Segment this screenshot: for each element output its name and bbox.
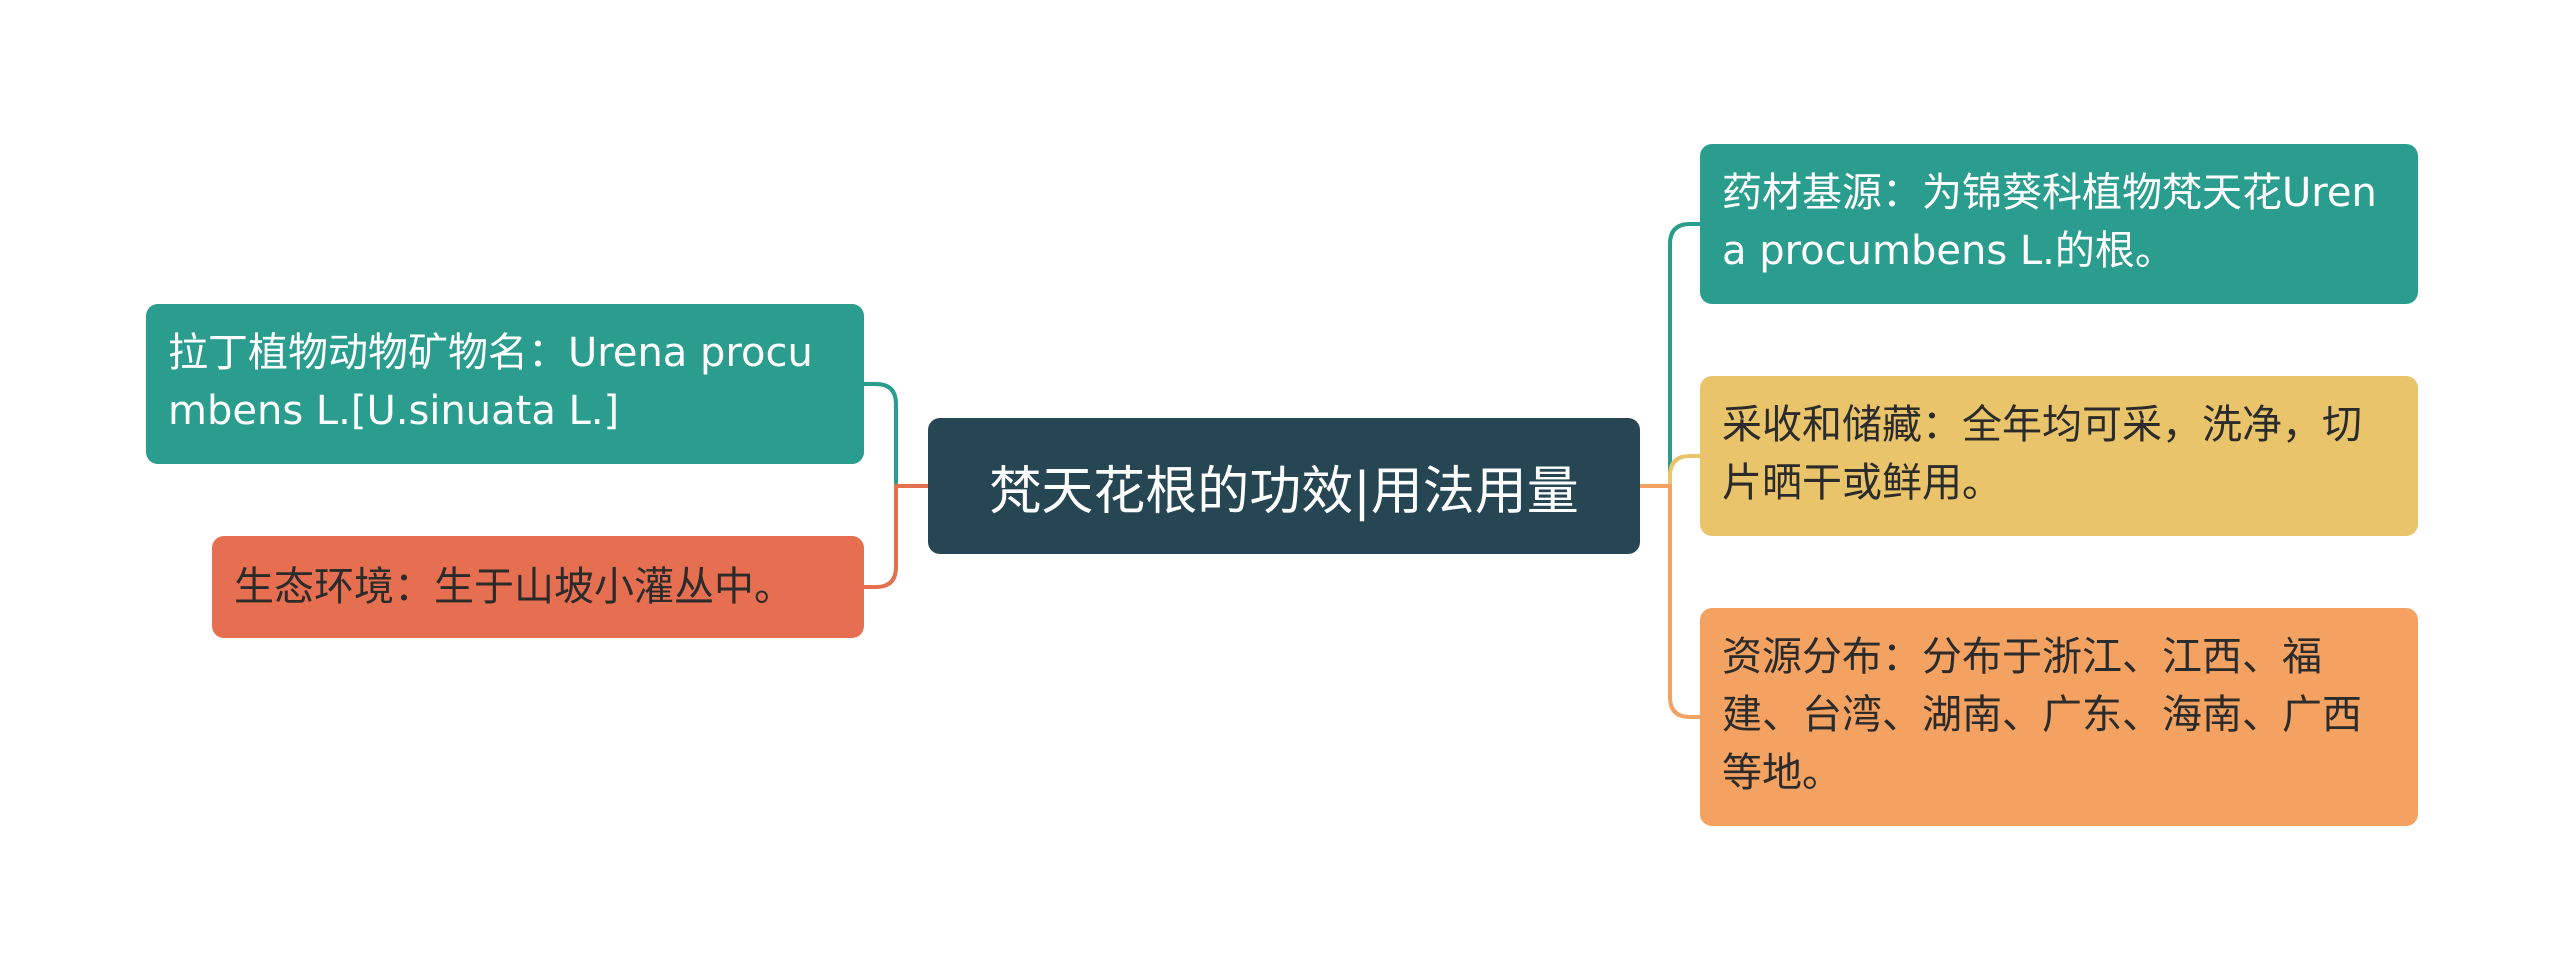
branch-harvest-storage[interactable]: 采收和储藏：全年均可采，洗净，切片晒干或鲜用。 [1700,376,2418,536]
branch-medicinal-source[interactable]: 药材基源：为锦葵科植物梵天花Urena procumbens L.的根。 [1700,144,2418,304]
central-topic[interactable]: 梵天花根的功效|用法用量 [928,418,1640,554]
connector-right-src [1640,222,1700,488]
connector-left-latin [864,382,928,488]
branch-ecology[interactable]: 生态环境：生于山坡小灌丛中。 [212,536,864,638]
branch-distribution[interactable]: 资源分布：分布于浙江、江西、福建、台湾、湖南、广东、海南、广西等地。 [1700,608,2418,826]
connector-right-harv [1640,454,1700,488]
connector-right-dist [1640,484,1700,719]
branch-latin-name[interactable]: 拉丁植物动物矿物名：Urena procumbens L.[U.sinuata … [146,304,864,464]
connector-left-eco [864,484,928,589]
